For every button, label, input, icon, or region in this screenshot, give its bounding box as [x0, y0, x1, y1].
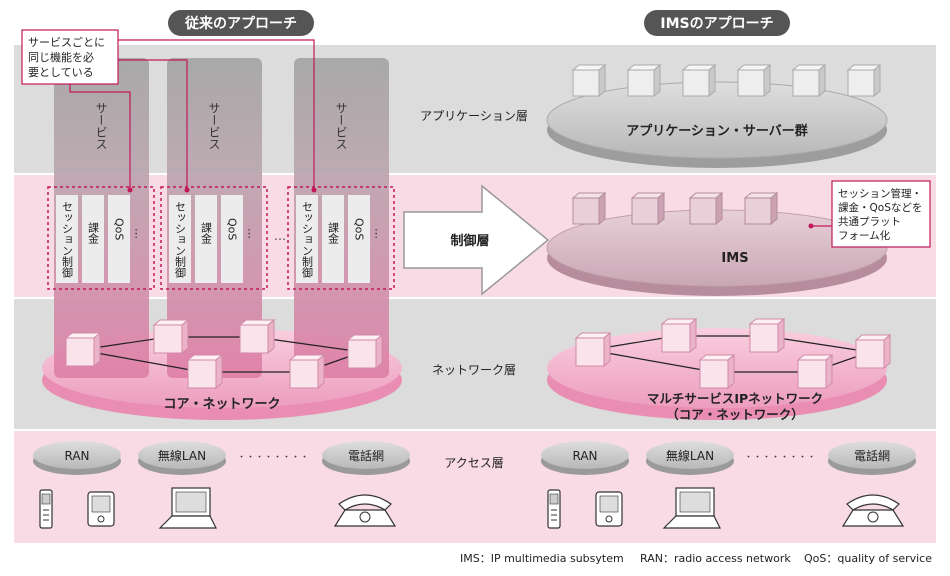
right-callout-line-2: 課金・QoSなどを: [838, 201, 922, 214]
header-right-pill: [644, 10, 790, 36]
app-server-disc: [546, 81, 888, 168]
service-label-1: サービス: [94, 102, 108, 150]
access-wlan-left: 無線LAN: [158, 448, 206, 463]
layer-network: ネットワーク層: [432, 363, 516, 377]
access-disc-wlan-left: [138, 441, 226, 475]
ip-network-nodes: [574, 317, 892, 390]
left-callout-line-2: 同じ機能を必: [28, 50, 94, 64]
core-network-label: コア・ネットワーク: [163, 397, 280, 412]
service-label-2: サービス: [207, 102, 221, 150]
between-ellipsis: …: [274, 229, 286, 243]
header-left-pill: [168, 10, 314, 36]
access-disc-phone-left: [322, 441, 410, 475]
more-label-1: …: [133, 228, 146, 239]
pda-icon: [595, 491, 623, 527]
right-callout-line-1: セッション管理・: [838, 187, 922, 200]
ims-label: IMS: [721, 251, 748, 266]
left-callout-line-1: サービスごとに: [28, 35, 105, 49]
footnote-qos: QoS：quality of service: [804, 552, 932, 565]
access-disc-ran-right: [541, 441, 629, 475]
qos-label-2: QoS: [226, 218, 239, 240]
core-network-nodes: [64, 318, 384, 390]
access-wlan-right: 無線LAN: [666, 448, 714, 463]
access-disc-wlan-right: [646, 441, 734, 475]
layer-access: アクセス層: [444, 456, 503, 470]
ip-network-label-2: （コア・ネットワーク）: [666, 407, 804, 422]
telephone-icon: [333, 494, 397, 527]
pda-icon: [87, 491, 115, 527]
access-disc-ran-left: [33, 441, 121, 475]
ims-disc: [546, 209, 888, 296]
qos-label-3: QoS: [353, 218, 366, 240]
left-callout-line-3: 要としている: [28, 66, 94, 79]
access-dots-left: ・・・・・・・・: [237, 453, 309, 463]
ims-servers: [571, 191, 779, 226]
mobile-phone-icon: [547, 489, 561, 529]
app-servers: [571, 63, 882, 98]
billing-label-2: 課金: [200, 221, 213, 244]
function-group-2: [160, 186, 268, 290]
session-control-label-3: セッション制御: [301, 201, 314, 278]
laptop-icon: [158, 487, 217, 529]
session-control-label-2: セッション制御: [174, 201, 187, 278]
function-group-3: [287, 186, 395, 290]
right-callout: [808, 180, 931, 248]
header-right: IMSのアプローチ: [660, 16, 773, 32]
layer-application: アプリケーション層: [420, 109, 528, 123]
mobile-phone-icon: [39, 489, 53, 529]
layer-control: 制御層: [450, 233, 489, 249]
right-callout-line-4: フォーム化: [838, 229, 891, 242]
transition-arrow: [403, 184, 550, 296]
left-callout: [21, 29, 317, 193]
app-server-label: アプリケーション・サーバー群: [626, 123, 808, 139]
access-phone-left: 電話網: [348, 448, 384, 463]
more-label-3: …: [373, 228, 386, 239]
access-ran-right: RAN: [572, 449, 597, 463]
right-callout-line-3: 共通プラット: [838, 216, 901, 228]
session-control-label-1: セッション制御: [61, 201, 74, 278]
telephone-icon: [841, 494, 905, 527]
access-ran-left: RAN: [64, 449, 89, 463]
qos-label-1: QoS: [113, 218, 126, 240]
access-disc-phone-right: [828, 441, 916, 475]
billing-label-3: 課金: [327, 221, 340, 244]
billing-label-1: 課金: [87, 221, 100, 244]
footnote-ran: RAN：radio access network: [640, 552, 791, 565]
access-dots-right: ・・・・・・・・: [744, 453, 816, 463]
service-label-3: サービス: [334, 102, 348, 150]
access-phone-right: 電話網: [854, 448, 890, 463]
laptop-icon: [662, 487, 721, 529]
header-left: 従来のアプローチ: [184, 15, 297, 32]
more-label-2: …: [246, 228, 259, 239]
footnote-ims: IMS：IP multimedia subsytem: [460, 552, 624, 565]
ip-network-label-1: マルチサービスIPネットワーク: [647, 391, 823, 406]
function-group-1: [47, 186, 155, 290]
